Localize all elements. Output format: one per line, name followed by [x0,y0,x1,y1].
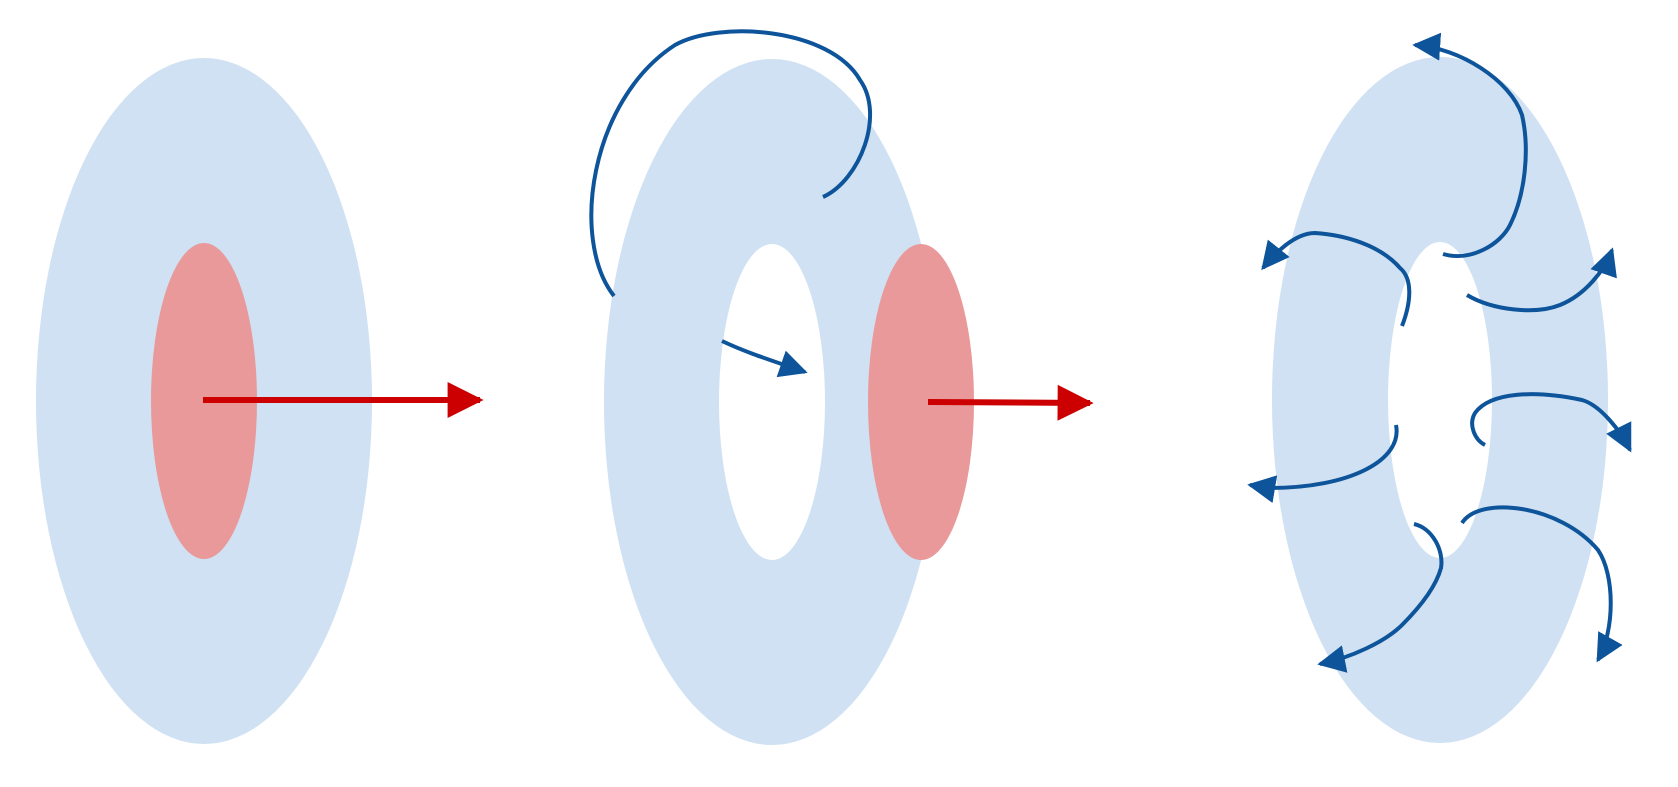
blue-arrow-lower-left [1317,522,1444,673]
panel-ring-moved-core [589,29,1094,745]
blue-arrow-upper-left [1261,230,1412,327]
blue-arrow-top [1412,32,1528,258]
blue-inner-arrow [721,339,808,378]
ring [1272,57,1608,743]
blue-loop-arrow [589,29,872,298]
blue-arrow-upper-right [1465,247,1617,313]
ring [604,59,940,745]
blue-arrow-lower-right [1460,505,1623,663]
blue-arrow-mid-left [1247,424,1399,503]
blue-arrow-mid-right [1470,392,1632,453]
panel-solid-disk [36,58,484,744]
red-arrow [927,384,1094,421]
core-ellipse [868,244,974,560]
panel-ring-circulating [1247,32,1632,743]
